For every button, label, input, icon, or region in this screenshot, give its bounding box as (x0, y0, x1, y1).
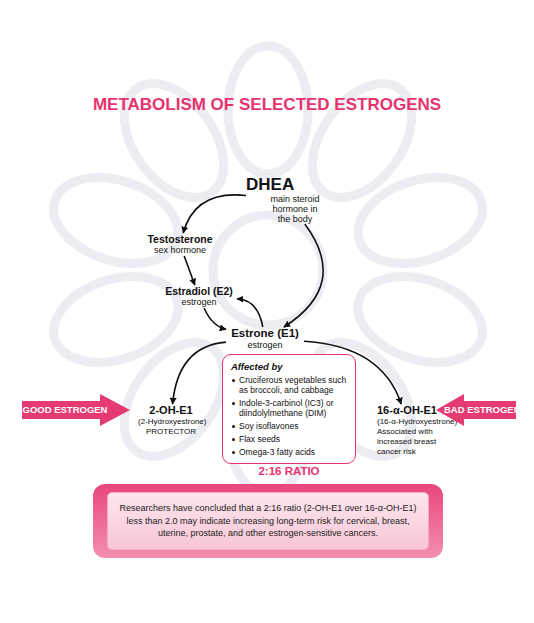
node-text: (16-α-Hydroxyestrone) (377, 417, 443, 427)
hormone-node: Estradiol (E2)estrogen (161, 285, 237, 308)
bad-arrow: BAD ESTROGEN (436, 394, 516, 426)
watermark-loop (347, 163, 493, 279)
node-text: Affected by (231, 361, 348, 373)
hormone-node: Estrone (E1)estrogen (226, 327, 304, 351)
ratio-heading: 2:16 RATIO (222, 465, 356, 477)
node-text: PROTECTOR (138, 427, 204, 437)
node-text: Estradiol (E2) (161, 285, 237, 297)
flow-arrow (184, 256, 195, 285)
node-text: Testosterone (143, 233, 217, 245)
metabolite-node: 16-α-OH-E1(16-α-Hydroxyestrone)Associate… (377, 404, 443, 457)
hormone-node: Testosteronesex hormone (143, 233, 217, 256)
flow-arrow (237, 299, 263, 327)
node-text: estrogen (226, 340, 304, 351)
hormone-node: DHEAmain steroid hormone in the body (246, 176, 328, 224)
node-text: GOOD ESTROGEN (22, 394, 108, 426)
flow-arrow (284, 224, 323, 327)
watermark-loop (43, 262, 189, 378)
diagram-title: METABOLISM OF SELECTED ESTROGENS (0, 95, 534, 115)
node-text: 2-OH-E1 (138, 404, 204, 417)
node-text: sex hormone (143, 245, 217, 256)
node-text: Researchers have concluded that a 2:16 r… (107, 492, 429, 550)
node-text: Associated with increased breast cancer … (377, 427, 443, 457)
flow-arrow (183, 195, 246, 233)
node-text: Cruciferous vegetables such as broccoli,… (231, 375, 348, 395)
watermark-loop (347, 262, 493, 378)
node-text: Omega-3 fatty acids (231, 447, 348, 457)
arrow-shape-fill (22, 394, 130, 426)
node-text: main steroid hormone in the body (266, 194, 324, 224)
arrow-shape-fill (436, 394, 516, 426)
node-text: DHEA (246, 176, 328, 194)
factor-box: Affected by Cruciferous vegetables such a… (222, 354, 356, 464)
node-text: 16-α-OH-E1 (377, 404, 443, 417)
conclusion-band: Researchers have concluded that a 2:16 r… (93, 484, 443, 558)
node-text: Indole-3-carbinol (IC3) or diindolylmeth… (231, 398, 348, 418)
watermark-loop (43, 163, 189, 279)
node-text: BAD ESTROGEN (444, 394, 516, 426)
node-text: Flax seeds (231, 434, 348, 444)
flow-arrow (173, 342, 226, 404)
watermark-loop (292, 65, 432, 216)
node-text: (2-Hydroxyestrone) (138, 417, 204, 427)
watermark-loop (104, 65, 244, 216)
flow-arrow (204, 308, 226, 329)
node-text: Estrone (E1) (226, 327, 304, 340)
watermark-loop (213, 215, 323, 325)
node-text: estrogen (161, 297, 237, 308)
good-arrow: GOOD ESTROGEN (22, 394, 130, 426)
node-text: Soy isoflavones (231, 421, 348, 431)
metabolite-node: 2-OH-E1(2-Hydroxyestrone)PROTECTOR (138, 404, 204, 437)
